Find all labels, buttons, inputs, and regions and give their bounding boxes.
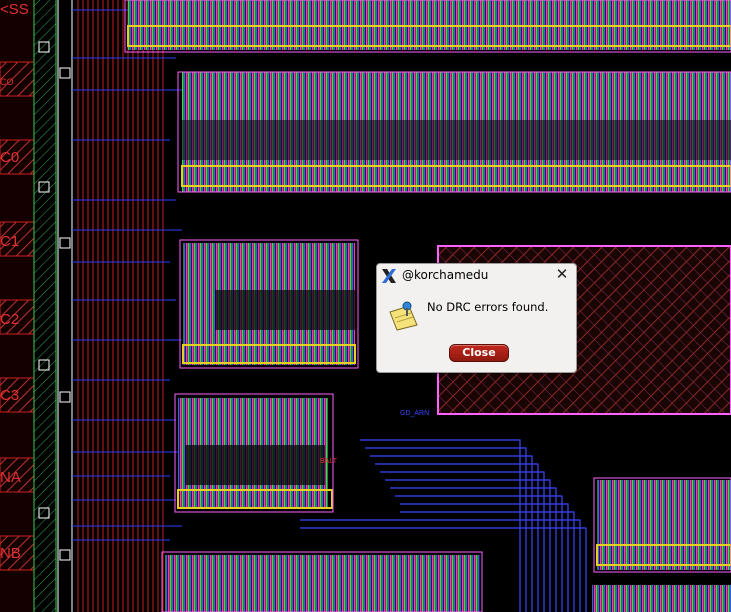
cell-block-lower-left: [174, 393, 334, 513]
left-pad-boxes: [0, 61, 35, 571]
pad-label-8: NB: [0, 545, 21, 562]
close-icon[interactable]: ✕: [555, 265, 569, 283]
rail-contacts: [38, 41, 71, 561]
pad-label-2: CO: [0, 77, 14, 87]
net-label-gd-arn: GD_ARN: [400, 410, 429, 417]
red-routing-bus: [77, 0, 164, 612]
left-pad-labels: <SS CO C0 C1 C2 C3 NA NB: [0, 1, 29, 562]
dialog-message: No DRC errors found.: [427, 300, 549, 314]
net-label-balt: BALT: [320, 458, 338, 465]
x11-app-icon: [382, 269, 396, 283]
cell-row-bottom: [161, 551, 483, 612]
dialog-title: @korchamedu: [402, 268, 489, 282]
note-pin-icon: [389, 301, 418, 331]
snippet-labels: GD_ARN BALT: [320, 410, 429, 465]
dialog-titlebar[interactable]: @korchamedu ✕: [377, 264, 576, 286]
cell-block-mid-left: [179, 239, 359, 369]
cell-row-top: [124, 0, 731, 53]
pad-label-4: C1: [0, 233, 19, 250]
close-button[interactable]: Close: [449, 344, 509, 362]
pad-label-3: C0: [0, 149, 19, 166]
pad-label-6: C3: [0, 387, 19, 404]
blue-routing-bus: [72, 9, 182, 541]
pad-label-1: <SS: [0, 1, 29, 18]
drc-result-dialog: @korchamedu ✕ No DRC errors found. Close: [376, 263, 577, 373]
pad-label-5: C2: [0, 311, 19, 328]
pad-label-7: NA: [0, 469, 21, 486]
routing-lower-right: [300, 439, 587, 612]
cell-block-right: [592, 477, 731, 612]
cell-row-2: [177, 71, 731, 193]
power-rail-green: [34, 0, 56, 612]
